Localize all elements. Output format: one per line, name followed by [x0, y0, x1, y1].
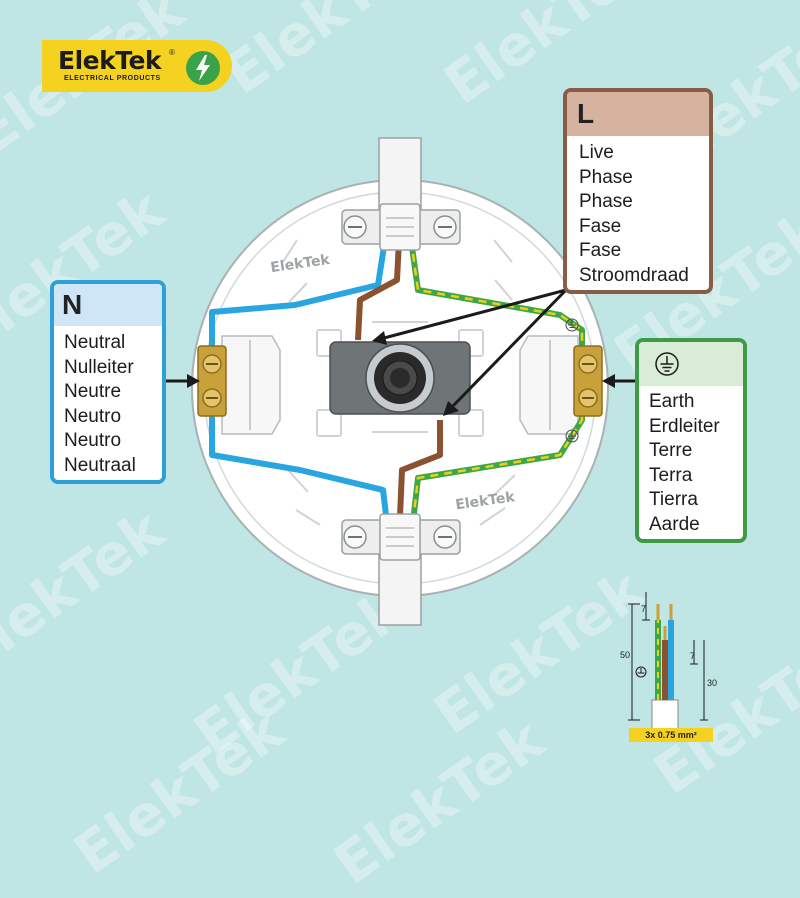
earth-label-list: Earth Erdleiter Terre Terra Tierra Aarde — [649, 390, 720, 538]
neutral-letter: N — [62, 289, 83, 320]
lampholder — [329, 341, 471, 415]
live-label: Fase — [579, 240, 622, 262]
earth-ground-icon — [655, 352, 679, 376]
live-label: Live — [579, 142, 614, 163]
brand-logo-subtitle: ELECTRICAL PRODUCTS — [64, 75, 161, 82]
brand-registered-mark: ® — [169, 48, 175, 57]
earth-terminal-block — [573, 345, 603, 417]
neutral-label: Neutro — [64, 405, 122, 427]
neutral-terminal-housing — [221, 335, 281, 435]
cable-size-label: 3x 0.75 mm² — [629, 728, 713, 742]
neutral-label: Neutraal — [64, 454, 136, 476]
live-label-list: Live Phase Phase Fase Fase Stroomdraad — [579, 141, 689, 289]
live-label: Stroomdraad — [579, 264, 689, 286]
brand-logo-name: ElekTek — [58, 46, 162, 75]
cable-prep-inset: 7 50 7 30 — [620, 592, 717, 731]
earth-label: Earth — [649, 391, 695, 412]
neutral-terminal-block — [197, 345, 227, 417]
neutral-label: Nulleiter — [64, 356, 134, 378]
live-label: Phase — [579, 166, 633, 188]
dim-7-top: 7 — [641, 604, 646, 614]
earth-panel: Earth Erdleiter Terre Terra Tierra Aarde — [635, 338, 747, 543]
live-panel-header — [567, 92, 709, 136]
neutral-label: Neutro — [64, 430, 122, 452]
dim-30: 30 — [707, 678, 717, 688]
dim-50: 50 — [620, 650, 630, 660]
neutral-label: Neutral — [64, 332, 126, 353]
cable-clamp-top — [341, 203, 461, 251]
live-letter: L — [577, 98, 595, 129]
housing-ribs — [282, 239, 516, 526]
earth-panel-header — [639, 342, 743, 386]
earth-label: Aarde — [649, 513, 700, 535]
live-label: Phase — [579, 191, 633, 213]
neutral-panel: N Neutral Nulleiter Neutre Neutro Neutro… — [50, 280, 166, 484]
pointer-arrows — [166, 288, 635, 416]
earth-label: Tierra — [649, 489, 698, 511]
dim-7-mid: 7 — [690, 651, 695, 661]
neutral-label: Neutre — [64, 381, 122, 403]
earth-label: Terre — [649, 440, 693, 462]
live-label: Fase — [579, 215, 622, 237]
ceiling-rose-diagram: ElekTek ElekTek — [166, 137, 717, 731]
live-panel: L Live Phase Phase Fase Fase Stroomdraad — [563, 88, 713, 294]
lightning-bolt-icon — [186, 51, 220, 85]
cable-clamp-bottom — [341, 513, 461, 561]
neutral-label-list: Neutral Nulleiter Neutre Neutro Neutro N… — [64, 331, 136, 479]
neutral-panel-header — [54, 284, 162, 326]
earth-terminal-housing — [519, 335, 579, 435]
earth-label: Erdleiter — [649, 415, 720, 437]
earth-terminal-symbols — [565, 318, 579, 443]
live-wire — [355, 239, 443, 541]
earth-label: Terra — [649, 464, 693, 486]
